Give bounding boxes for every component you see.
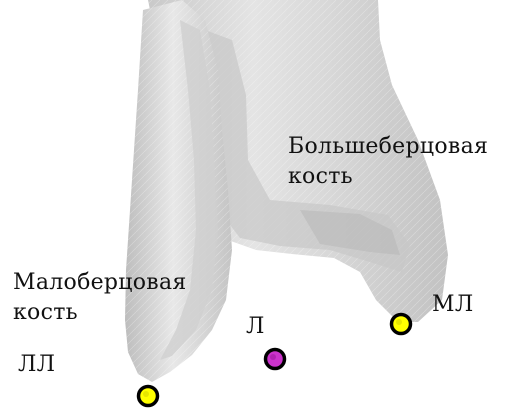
center-marker: [266, 350, 285, 369]
fibula-label-line1: Малоберцовая: [13, 268, 187, 298]
fibula-label-line2: кость: [13, 298, 187, 328]
lateral-malleolus-label: ЛЛ: [18, 350, 55, 380]
tibia-label: Большеберцовая кость: [288, 132, 488, 192]
tibia-label-line1: Большеберцовая: [288, 132, 488, 162]
medial-malleolus-label: МЛ: [432, 290, 474, 320]
tibia-label-line2: кость: [288, 162, 488, 192]
medial-malleolus-marker: [392, 315, 411, 334]
fibula-label: Малоберцовая кость: [13, 268, 187, 328]
lateral-malleolus-marker: [139, 387, 158, 406]
center-marker-label: Л: [246, 312, 265, 342]
